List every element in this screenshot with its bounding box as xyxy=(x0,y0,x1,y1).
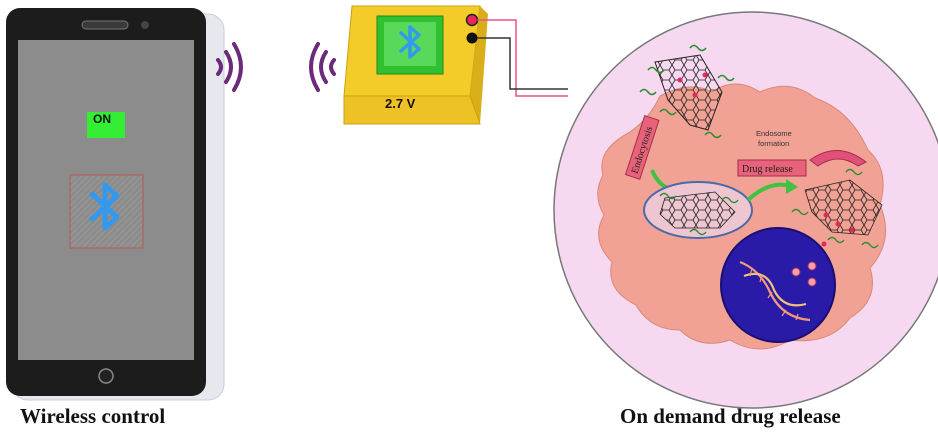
wireless-signal-right xyxy=(309,42,336,92)
wire-negative xyxy=(477,37,568,90)
wire-positive xyxy=(477,19,568,97)
drug-release-tag xyxy=(737,159,807,177)
bluetooth-device: 2.7 V xyxy=(343,5,488,125)
cell-view: Endosome formation Endocytosis Drug rele… xyxy=(553,11,938,409)
graphene-sheet-endosome xyxy=(659,191,736,229)
nucleus xyxy=(720,227,836,343)
caption-drug-release: On demand drug release xyxy=(620,404,841,428)
ruptured-endosome xyxy=(809,150,867,167)
terminal-positive xyxy=(465,13,479,27)
drug-release-arrowhead xyxy=(786,179,798,194)
smartphone: ON xyxy=(6,8,225,401)
polymer-chains-top xyxy=(639,44,735,139)
bluetooth-icon xyxy=(89,182,120,231)
device-front xyxy=(343,95,481,125)
on-badge xyxy=(87,112,125,138)
drug-release-label: Drug release xyxy=(742,164,793,175)
voltage-label: 2.7 V xyxy=(385,96,416,111)
caption-wireless-control: Wireless control xyxy=(20,404,166,428)
on-badge-text: ON xyxy=(93,112,111,126)
terminal-negative xyxy=(466,32,478,44)
nuclear-drug-molecules xyxy=(791,261,817,287)
phone-speaker xyxy=(81,20,129,30)
polymer-chains-released xyxy=(791,168,879,249)
endosome-label-line2: formation xyxy=(758,139,789,148)
drug-molecules-top xyxy=(677,72,708,98)
phone-camera xyxy=(141,21,149,29)
polymer-chains-endosome xyxy=(659,192,739,236)
endosome-label-line1: Endosome xyxy=(756,129,792,138)
device-bluetooth-icon xyxy=(399,25,421,59)
graphene-sheet-released xyxy=(804,179,883,236)
released-drug-molecules xyxy=(821,212,855,247)
phone-home-button xyxy=(98,368,114,384)
wireless-signal-left xyxy=(216,42,243,92)
dna-helix xyxy=(739,260,811,322)
device-side xyxy=(470,6,488,124)
